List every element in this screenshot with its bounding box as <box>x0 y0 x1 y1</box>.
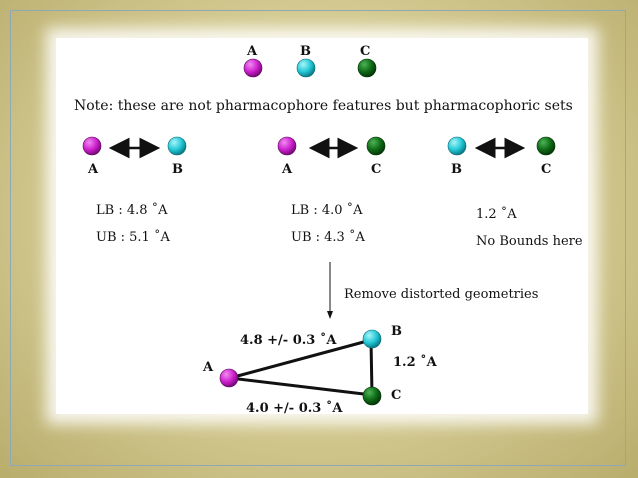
triangle-ac-distance: 4.0 +/- 0.3 ˚A <box>246 401 343 416</box>
pair3-left-label: B <box>451 162 462 177</box>
triangle-label-b: B <box>391 324 402 339</box>
pair2-right-label: C <box>371 162 382 177</box>
pair3-right-label: C <box>541 162 552 177</box>
pair2-left-label: A <box>282 162 293 177</box>
pair2-sphere-c <box>366 136 386 156</box>
pair2-sphere-a <box>277 136 297 156</box>
triangle-label-a: A <box>203 360 214 375</box>
triangle-label-c: C <box>391 388 402 403</box>
legend-label-c: C <box>360 44 371 59</box>
pair2-upper-bound: UB : 4.3 ˚A <box>291 230 365 245</box>
step-label: Remove distorted geometries <box>344 287 539 302</box>
triangle-edge-ac <box>229 376 373 397</box>
triangle-edge-ab <box>229 338 372 380</box>
legend-sphere-c <box>357 58 377 78</box>
legend-sphere-a <box>243 58 263 78</box>
pair1-lower-bound: LB : 4.8 ˚A <box>96 203 168 218</box>
pair3-sphere-b <box>447 136 467 156</box>
pair1-sphere-b <box>167 136 187 156</box>
triangle-edge-bc <box>369 339 374 396</box>
triangle-sphere-c <box>362 386 382 406</box>
slide-panel <box>56 38 588 414</box>
pair3-no-bounds: No Bounds here <box>476 234 583 249</box>
triangle-bc-distance: 1.2 ˚A <box>393 355 437 370</box>
pair1-left-label: A <box>88 162 99 177</box>
triangle-ab-distance: 4.8 +/- 0.3 ˚A <box>240 333 337 348</box>
pair1-right-label: B <box>172 162 183 177</box>
note-text: Note: these are not pharmacophore featur… <box>74 98 573 114</box>
pair3-distance: 1.2 ˚A <box>476 207 517 222</box>
legend-sphere-b <box>296 58 316 78</box>
pair3-sphere-c <box>536 136 556 156</box>
pair2-lower-bound: LB : 4.0 ˚A <box>291 203 363 218</box>
legend-label-a: A <box>247 44 258 59</box>
triangle-sphere-a <box>219 368 239 388</box>
pair1-sphere-a <box>82 136 102 156</box>
triangle-sphere-b <box>362 329 382 349</box>
pair1-upper-bound: UB : 5.1 ˚A <box>96 230 170 245</box>
legend-label-b: B <box>300 44 311 59</box>
